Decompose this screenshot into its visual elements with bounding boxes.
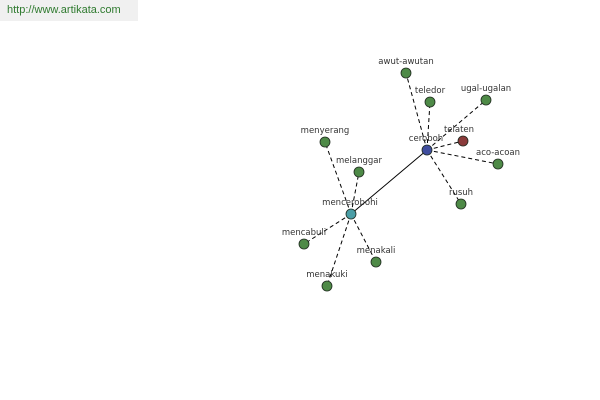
- source-link[interactable]: http://www.artikata.com: [7, 4, 121, 16]
- node-label-menyerang: menyerang: [301, 126, 350, 136]
- edge-mencerobohi-menakali: [350, 213, 377, 263]
- labels-layer: ceroboh mencerobohi awut-awutan teledor ugal…: [282, 57, 520, 280]
- edge-ceroboh-rusuh: [426, 149, 462, 205]
- node-label-ugal-ugalan: ugal-ugalan: [461, 84, 511, 94]
- node-menakali[interactable]: [370, 256, 382, 268]
- edge-ceroboh-awut-awutan: [405, 72, 428, 151]
- edge-mencerobohi-melanggar: [350, 171, 360, 215]
- node-ugal-ugalan[interactable]: [480, 94, 492, 106]
- node-rusuh[interactable]: [455, 198, 467, 210]
- edges-layer: [303, 72, 499, 287]
- nodes-layer: [298, 67, 504, 292]
- node-aco-acoan[interactable]: [492, 158, 504, 170]
- node-label-awut-awutan: awut-awutan: [378, 57, 433, 67]
- edge-mencerobohi-menakuki: [326, 213, 352, 287]
- edge-ceroboh-telaten: [426, 140, 464, 151]
- node-menyerang[interactable]: [319, 136, 331, 148]
- node-label-aco-acoan: aco-acoan: [476, 148, 520, 158]
- node-label-mencerobohi: mencerobohi: [322, 198, 378, 208]
- node-label-telaten: telaten: [444, 125, 474, 135]
- edge-ceroboh-mencerobohi: [350, 149, 428, 215]
- node-teledor[interactable]: [424, 96, 436, 108]
- node-telaten[interactable]: [457, 135, 469, 147]
- node-mencabuli[interactable]: [298, 238, 310, 250]
- node-label-ceroboh: ceroboh: [409, 134, 443, 144]
- node-awut-awutan[interactable]: [400, 67, 412, 79]
- edge-ceroboh-teledor: [426, 101, 431, 151]
- node-label-teledor: teledor: [415, 86, 446, 96]
- edge-mencerobohi-menyerang: [324, 141, 352, 215]
- source-bar: http://www.artikata.com: [0, 0, 138, 21]
- node-menakuki[interactable]: [321, 280, 333, 292]
- node-melanggar[interactable]: [353, 166, 365, 178]
- node-mencerobohi[interactable]: [345, 208, 357, 220]
- node-label-rusuh: rusuh: [449, 188, 473, 198]
- node-ceroboh[interactable]: [421, 144, 433, 156]
- node-label-menakali: menakali: [357, 246, 396, 256]
- edge-mencerobohi-mencabuli: [303, 213, 352, 245]
- edge-ceroboh-aco-acoan: [426, 149, 499, 165]
- node-label-melanggar: melanggar: [336, 156, 382, 166]
- node-label-menakuki: menakuki: [306, 270, 347, 280]
- node-label-mencabuli: mencabuli: [282, 228, 326, 238]
- edge-ceroboh-ugal-ugalan: [426, 99, 487, 151]
